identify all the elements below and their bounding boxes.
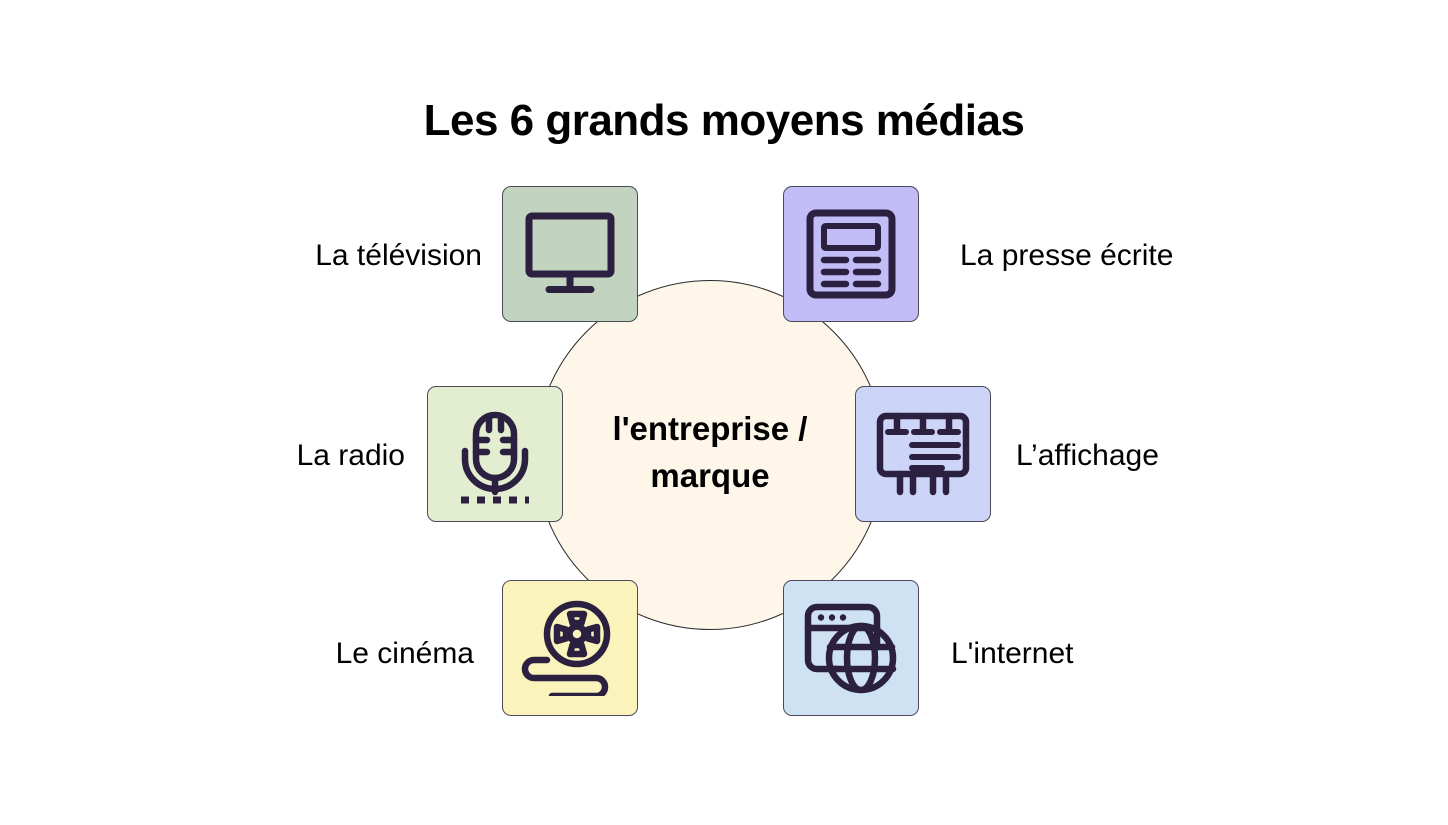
media-label-presse-ecrite: La presse écrite <box>960 239 1174 272</box>
media-label-affichage: L’affichage <box>1016 439 1159 472</box>
center-circle <box>535 280 885 630</box>
media-tile-television[interactable] <box>502 186 638 322</box>
billboard-icon <box>875 410 971 498</box>
page-title: Les 6 grands moyens médias <box>423 96 1025 145</box>
media-label-cinema: Le cinéma <box>335 637 474 670</box>
media-tile-internet[interactable] <box>783 580 919 716</box>
media-tile-affichage[interactable] <box>855 386 991 522</box>
media-label-internet: L'internet <box>951 637 1074 670</box>
film-reel-icon <box>521 600 619 696</box>
browser-globe-icon <box>803 600 899 696</box>
media-label-television: La télévision <box>315 239 482 272</box>
media-tile-presse-ecrite[interactable] <box>783 186 919 322</box>
newspaper-icon <box>805 208 897 300</box>
microphone-icon <box>449 404 541 504</box>
center-label: l'entreprise / marque <box>612 410 808 494</box>
monitor-icon <box>524 211 616 297</box>
media-tile-radio[interactable] <box>427 386 563 522</box>
media-tile-cinema[interactable] <box>502 580 638 716</box>
media-label-radio: La radio <box>296 439 405 472</box>
